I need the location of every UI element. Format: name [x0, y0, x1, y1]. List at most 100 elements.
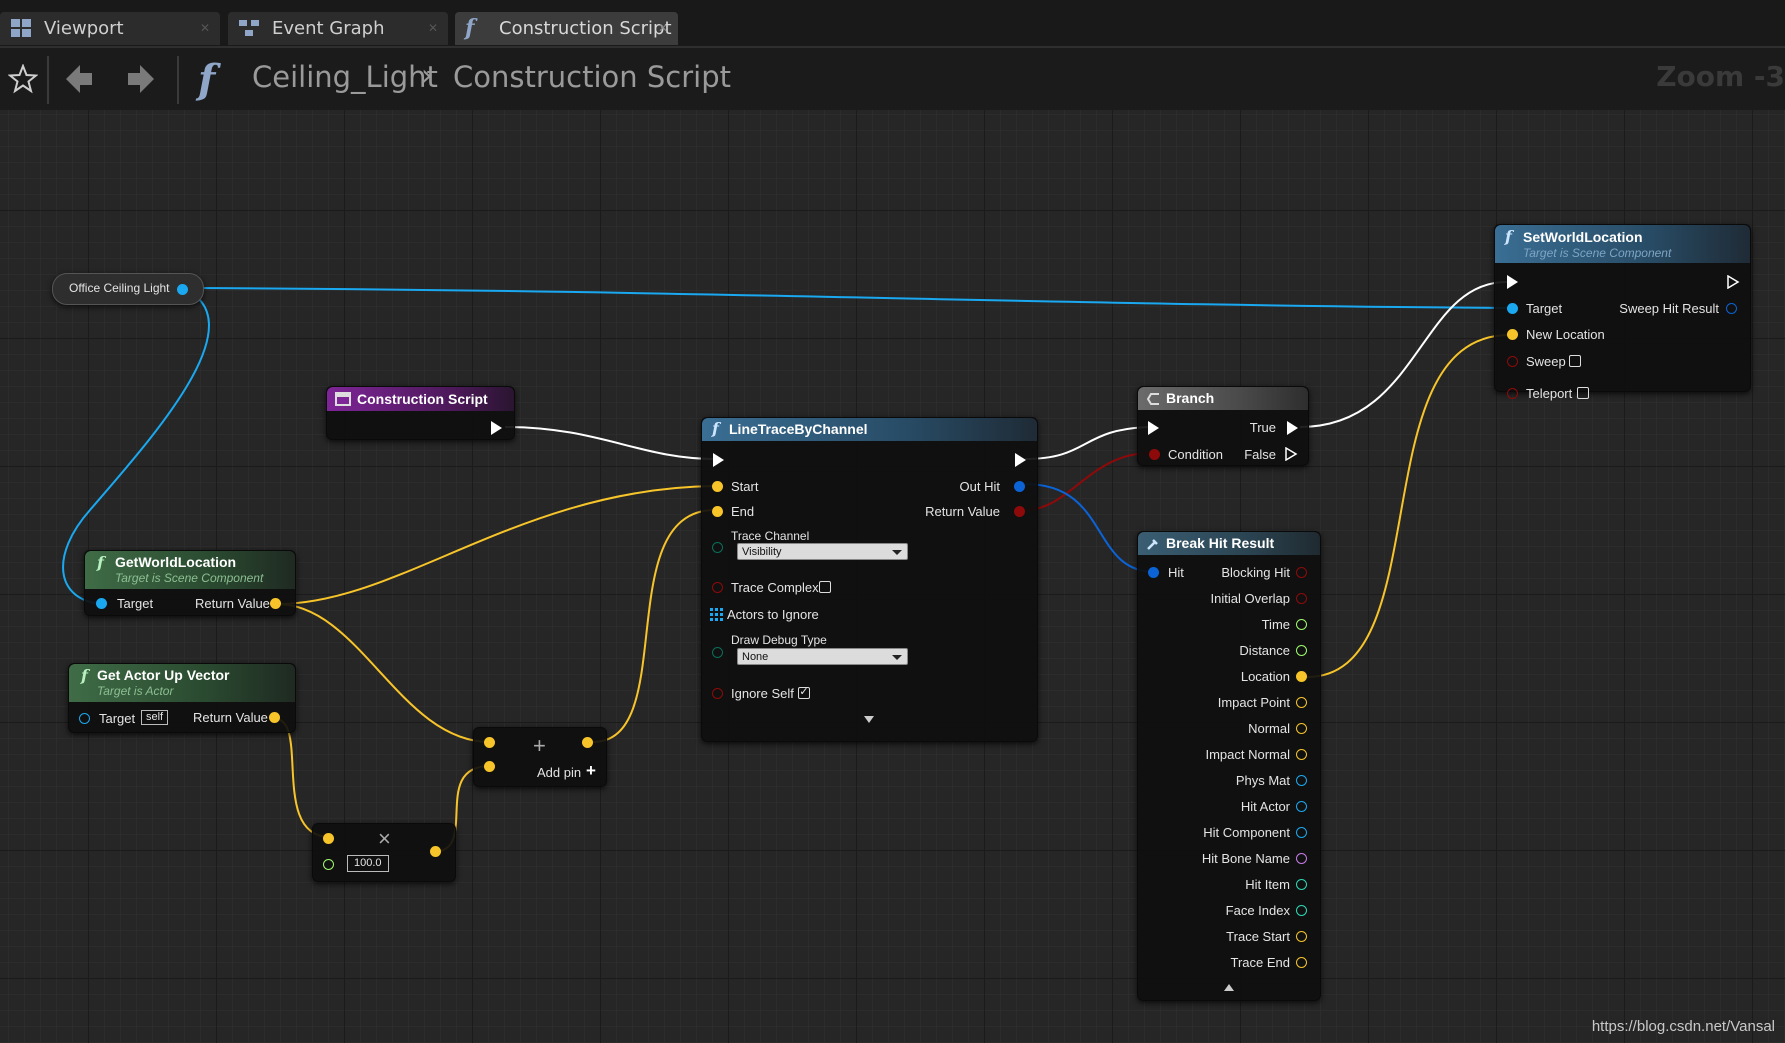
multiplier-value-field[interactable]: 100.0 — [347, 855, 389, 872]
output-pin[interactable] — [1296, 619, 1307, 630]
output-label: Distance — [1239, 643, 1290, 658]
new-location-input-pin[interactable] — [1507, 329, 1518, 340]
location-output-pin[interactable] — [1296, 671, 1307, 682]
output-label: Impact Point — [1217, 695, 1290, 710]
ignore-self-pin[interactable] — [712, 688, 723, 699]
back-arrow-icon[interactable] — [64, 62, 94, 96]
construction-script-node[interactable]: Construction Script — [326, 386, 515, 440]
add-pin-icon[interactable]: + — [586, 761, 596, 780]
output-pin[interactable] — [1296, 879, 1307, 890]
ignore-self-checkbox[interactable]: ✓ — [798, 686, 810, 699]
get-world-location-node[interactable]: f GetWorldLocation Target is Scene Compo… — [84, 550, 296, 616]
out-hit-output-pin[interactable] — [1014, 481, 1025, 492]
output-pin[interactable] — [1296, 957, 1307, 968]
multiply-symbol: × — [378, 826, 391, 851]
vector-input-pin[interactable] — [484, 737, 495, 748]
start-input-pin[interactable] — [712, 481, 723, 492]
tab-event-graph[interactable]: Event Graph ✕ — [228, 12, 448, 45]
get-actor-up-vector-node[interactable]: f Get Actor Up Vector Target is Actor Ta… — [68, 663, 296, 733]
forward-arrow-icon[interactable] — [126, 62, 156, 96]
node-header — [69, 664, 295, 702]
vector-output-pin[interactable] — [270, 598, 281, 609]
start-label: Start — [731, 479, 759, 494]
collapse-arrow-icon[interactable] — [1224, 984, 1234, 991]
target-self-field[interactable]: self — [141, 710, 169, 725]
output-pin[interactable] — [1296, 567, 1307, 578]
multiply-node[interactable]: × 100.0 — [312, 823, 456, 882]
trace-complex-pin[interactable] — [712, 582, 723, 593]
output-pin[interactable] — [1296, 853, 1307, 864]
output-pin[interactable] — [1296, 905, 1307, 916]
array-pin-icon[interactable] — [710, 608, 724, 622]
node-title: Break Hit Result — [1166, 535, 1275, 551]
office-ceiling-light-node[interactable]: Office Ceiling Light — [52, 273, 204, 305]
trace-channel-label: Trace Channel — [731, 529, 810, 543]
exec-output-pin[interactable] — [491, 421, 502, 435]
output-pin[interactable] — [1296, 723, 1307, 734]
vector-input-pin[interactable] — [484, 761, 495, 772]
exec-output-pin[interactable] — [1015, 453, 1026, 467]
add-node[interactable]: + Add pin + — [473, 727, 607, 787]
output-pin[interactable] — [1296, 749, 1307, 760]
function-icon: f — [81, 666, 88, 685]
sweep-input-pin[interactable] — [1507, 356, 1518, 367]
node-header — [327, 387, 514, 411]
tab-close-icon[interactable]: ✕ — [199, 21, 210, 35]
trace-complex-checkbox[interactable] — [819, 581, 831, 593]
draw-debug-type-pin[interactable] — [712, 647, 723, 658]
graph-canvas[interactable]: Office Ceiling Light Construction Script… — [0, 110, 1785, 1043]
tab-close-icon[interactable]: ✕ — [427, 21, 438, 35]
teleport-checkbox[interactable] — [1577, 387, 1589, 399]
output-pin[interactable] — [1296, 801, 1307, 812]
trace-channel-value: Visibility — [742, 546, 782, 558]
hit-input-pin[interactable] — [1148, 567, 1159, 578]
add-pin-label[interactable]: Add pin — [537, 765, 582, 780]
teleport-input-pin[interactable] — [1507, 388, 1518, 399]
set-world-location-node[interactable]: f SetWorldLocation Target is Scene Compo… — [1494, 224, 1751, 401]
object-output-pin[interactable] — [177, 284, 188, 295]
break-hit-result-node[interactable]: Break Hit Result Hit Blocking Hit Initia… — [1137, 531, 1321, 1001]
tab-construction-script[interactable]: f Construction Script ✕ — [455, 12, 678, 45]
exec-output-pin[interactable] — [1726, 275, 1740, 289]
output-pin[interactable] — [1296, 931, 1307, 942]
target-label: Target — [1526, 301, 1563, 316]
actors-to-ignore-label: Actors to Ignore — [727, 607, 819, 622]
output-pin[interactable] — [1296, 827, 1307, 838]
output-pin[interactable] — [1296, 775, 1307, 786]
vector-output-pin[interactable] — [269, 712, 280, 723]
bool-output-pin[interactable] — [1014, 506, 1025, 517]
breadcrumb-blueprint[interactable]: Ceiling_Light — [252, 60, 438, 94]
float-input-pin[interactable] — [323, 859, 334, 870]
output-pin[interactable] — [1296, 593, 1307, 604]
breadcrumb-graph: Construction Script — [453, 60, 731, 94]
vector-output-pin[interactable] — [430, 846, 441, 857]
condition-input-pin[interactable] — [1149, 449, 1160, 460]
tab-close-icon[interactable]: ✕ — [657, 21, 668, 35]
target-input-pin[interactable] — [79, 713, 90, 724]
exec-input-pin[interactable] — [1507, 275, 1518, 289]
draw-debug-type-dropdown[interactable]: None — [737, 648, 908, 665]
return-value-label: Return Value — [193, 710, 268, 725]
line-trace-by-channel-node[interactable]: f LineTraceByChannel Start Out Hit End R… — [701, 417, 1038, 742]
trace-channel-pin[interactable] — [712, 542, 723, 553]
exec-input-pin[interactable] — [713, 453, 724, 467]
sweep-checkbox[interactable] — [1569, 355, 1581, 367]
exec-true-output-pin[interactable] — [1287, 421, 1298, 435]
target-input-pin[interactable] — [1507, 303, 1518, 314]
target-input-pin[interactable] — [96, 598, 107, 609]
zoom-level: Zoom -3 — [1656, 60, 1785, 93]
end-input-pin[interactable] — [712, 506, 723, 517]
trace-channel-dropdown[interactable]: Visibility — [737, 543, 908, 560]
vector-output-pin[interactable] — [582, 737, 593, 748]
star-icon[interactable] — [8, 64, 38, 94]
exec-false-output-pin[interactable] — [1284, 447, 1298, 461]
tab-viewport[interactable]: Viewport ✕ — [0, 12, 220, 45]
expand-arrow-icon[interactable] — [864, 716, 874, 723]
output-pin[interactable] — [1296, 645, 1307, 656]
output-pin[interactable] — [1296, 697, 1307, 708]
wire-exec-construction-to-trace — [504, 426, 716, 460]
vector-input-pin[interactable] — [323, 833, 334, 844]
branch-node[interactable]: Branch True Condition False — [1137, 386, 1309, 466]
exec-input-pin[interactable] — [1148, 421, 1159, 435]
sweep-hit-result-output-pin[interactable] — [1726, 303, 1737, 314]
